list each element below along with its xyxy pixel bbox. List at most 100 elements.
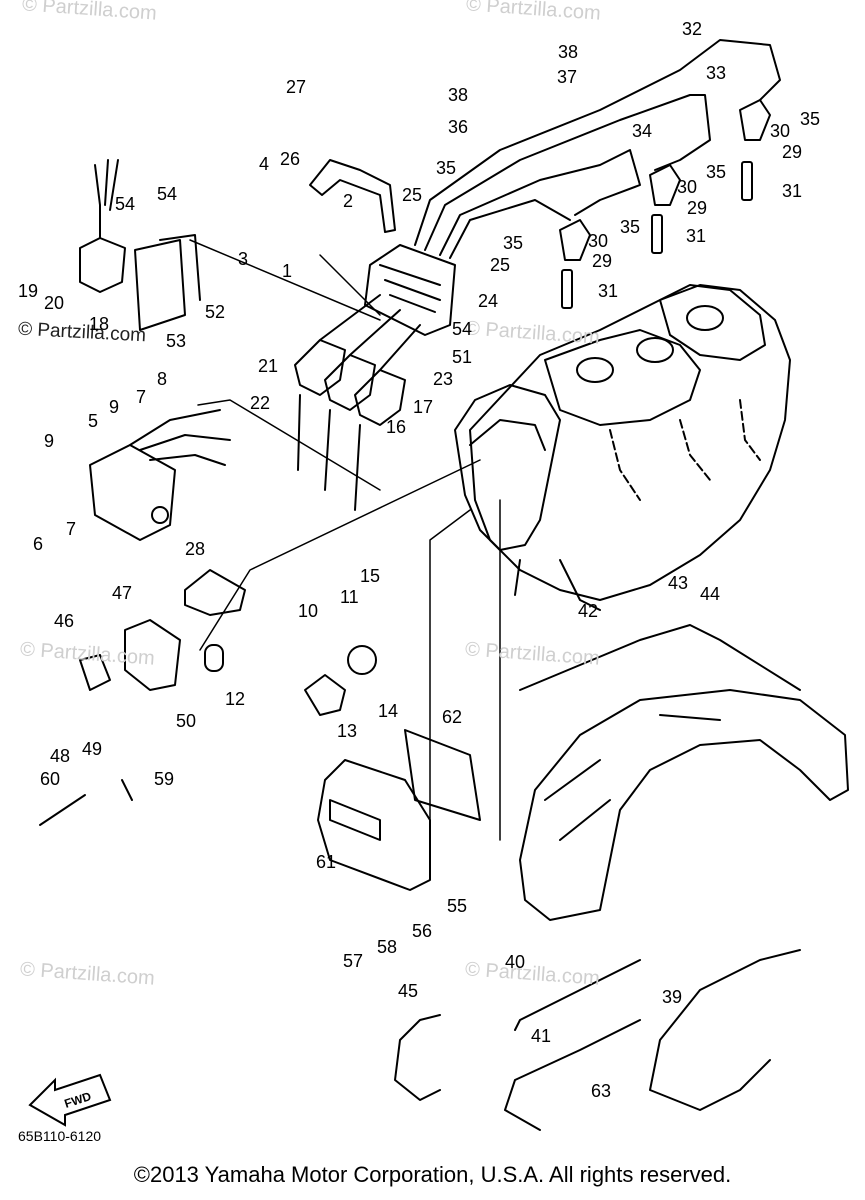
fwd-arrow-icon [28,1073,112,1127]
callout-23: 23 [433,369,454,389]
callout-45: 45 [398,981,419,1001]
callout-14: 14 [378,701,399,721]
callout-31: 31 [598,281,619,301]
callout-12: 12 [225,689,246,709]
callout-8: 8 [157,369,168,389]
callout-36: 36 [448,117,469,137]
callout-46: 46 [54,611,75,631]
callout-49: 49 [82,739,103,759]
callout-25: 25 [490,255,511,275]
plug-caps [559,99,771,261]
callout-43: 43 [668,573,689,593]
spark-plugs [561,161,753,309]
callout-61: 61 [316,852,337,872]
wiring-lead [519,624,801,691]
callout-51: 51 [452,347,473,367]
callout-48: 48 [50,746,71,766]
callout-35: 35 [800,109,821,129]
head-cover [454,384,561,551]
callout-17: 17 [413,397,434,417]
callout-35: 35 [706,162,727,182]
callout-35: 35 [436,158,457,178]
callout-39: 39 [662,987,683,1007]
callout-33: 33 [706,63,727,83]
small-parts [39,569,377,826]
engine-block [469,284,791,611]
callout-60: 60 [40,769,61,789]
callout-30: 30 [677,177,698,197]
callout-7: 7 [136,387,147,407]
callout-63: 63 [591,1081,612,1101]
exhaust-pipe [519,689,849,921]
housing-cover [317,759,431,891]
callout-28: 28 [185,539,206,559]
callout-34: 34 [632,121,653,141]
callout-31: 31 [686,226,707,246]
cdi-box [364,244,456,336]
callout-44: 44 [700,584,721,604]
callout-30: 30 [588,231,609,251]
callout-54: 54 [157,184,178,204]
callout-47: 47 [112,583,133,603]
callout-40: 40 [505,952,526,972]
callout-19: 19 [18,281,39,301]
callout-29: 29 [592,251,613,271]
callout-62: 62 [442,707,463,727]
callout-29: 29 [687,198,708,218]
callout-35: 35 [620,217,641,237]
callout-4: 4 [259,154,270,174]
relay [79,159,126,293]
callout-54: 54 [452,319,473,339]
callout-2: 2 [343,191,354,211]
callout-53: 53 [166,331,187,351]
callout-1: 1 [282,261,293,281]
leader-lines [189,239,501,841]
wire-harnesses [394,949,801,1131]
callout-15: 15 [360,566,381,586]
callout-38: 38 [558,42,579,62]
callout-25: 25 [402,185,423,205]
callout-32: 32 [682,19,703,39]
rectifier [89,409,231,541]
callout-21: 21 [258,356,279,376]
callout-50: 50 [176,711,197,731]
callout-27: 27 [286,77,307,97]
callout-7: 7 [66,519,77,539]
plug-leads [414,39,781,259]
callout-30: 30 [770,121,791,141]
callout-56: 56 [412,921,433,941]
bracket [309,159,396,233]
callout-18: 18 [89,314,110,334]
copyright-notice: ©2013 Yamaha Motor Corporation, U.S.A. A… [133,1162,732,1187]
gasket [404,729,481,821]
diagram-part-code: 65B110-6120 [18,1128,102,1144]
callout-16: 16 [386,417,407,437]
callout-6: 6 [33,534,44,554]
plate [134,234,201,331]
callout-37: 37 [557,67,578,87]
callout-10: 10 [298,601,319,621]
callout-24: 24 [478,291,499,311]
callout-20: 20 [44,293,65,313]
callout-13: 13 [337,721,358,741]
ignition-coils [294,294,421,511]
callout-9: 9 [44,431,55,451]
callout-31: 31 [782,181,803,201]
callout-57: 57 [343,951,364,971]
callout-9: 9 [109,397,120,417]
callout-22: 22 [250,393,271,413]
callout-11: 11 [340,587,359,607]
callout-35: 35 [503,233,524,253]
callout-41: 41 [531,1026,552,1046]
callout-42: 42 [578,601,599,621]
callout-59: 59 [154,769,175,789]
callout-55: 55 [447,896,468,916]
callout-52: 52 [205,302,226,322]
callout-58: 58 [377,937,398,957]
callout-38: 38 [448,85,469,105]
callout-29: 29 [782,142,803,162]
callout-3: 3 [238,249,249,269]
callout-26: 26 [280,149,301,169]
callout-5: 5 [88,411,99,431]
